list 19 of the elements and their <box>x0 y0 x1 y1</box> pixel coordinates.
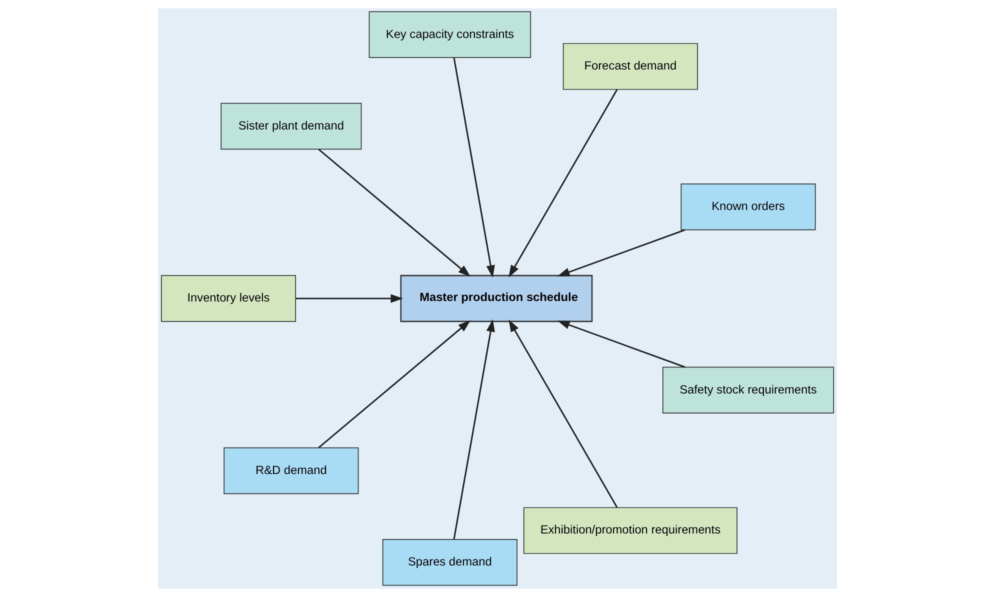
node-box: Key capacity constraints <box>368 11 532 58</box>
arrow <box>508 89 618 278</box>
node-box: Safety stock requirements <box>662 366 834 414</box>
node-box: Forecast demand <box>562 43 698 90</box>
arrow <box>508 320 618 508</box>
node-box: Spares demand <box>382 539 518 586</box>
arrow <box>318 148 471 277</box>
arrow <box>557 229 686 276</box>
arrow <box>453 319 495 540</box>
arrow <box>453 57 495 278</box>
node-box: Known orders <box>680 184 816 230</box>
node-box: Inventory levels <box>160 275 296 322</box>
node-box: R&D demand <box>224 447 359 494</box>
arrow <box>318 320 471 448</box>
node-box: Sister plant demand <box>220 102 362 150</box>
node-box: Exhibition/promotion requirements <box>523 507 738 554</box>
arrow <box>296 294 404 303</box>
node-box: Master production schedule <box>400 274 593 322</box>
arrow <box>557 320 686 368</box>
